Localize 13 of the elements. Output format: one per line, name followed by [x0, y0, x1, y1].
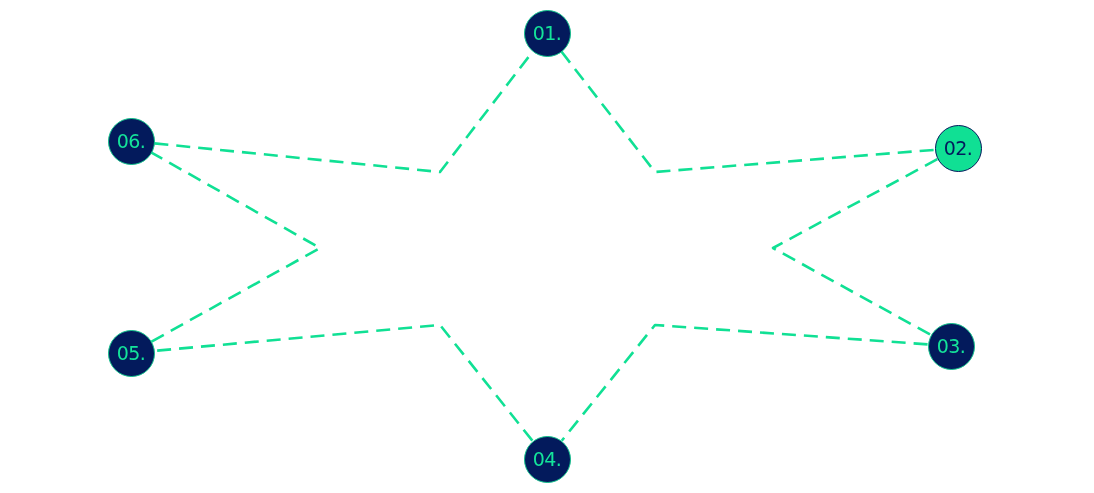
number-circle: [523, 435, 571, 483]
step-number: 02.: [943, 137, 973, 159]
dashed-connector: [154, 323, 534, 442]
step-number: 05.: [116, 342, 146, 364]
step-number: 06.: [116, 130, 146, 152]
step-number: 01.: [532, 22, 562, 44]
step-number: 03.: [936, 335, 966, 357]
dashed-connector: [771, 158, 938, 336]
number-circle: [934, 124, 982, 172]
number-circle: [927, 322, 975, 370]
dashed-connector: [560, 323, 928, 442]
step-number: 04.: [532, 448, 562, 470]
dashed-connector: [560, 50, 935, 174]
